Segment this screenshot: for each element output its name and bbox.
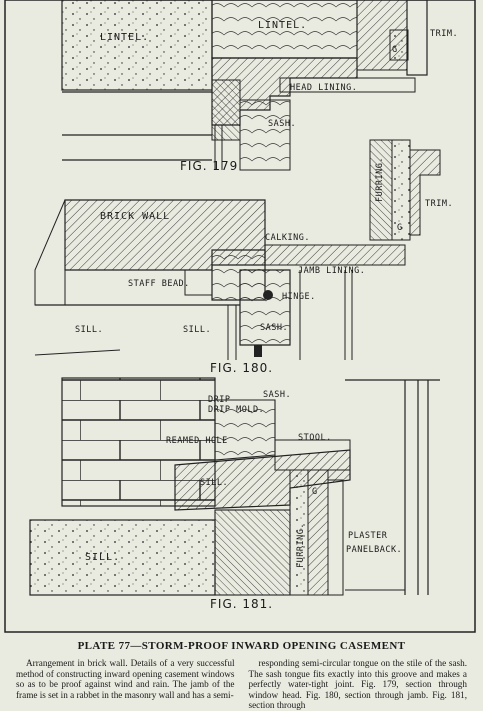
label-head-lining: HEAD LINING.: [290, 83, 357, 93]
label-jamb-lining: JAMB LINING.: [298, 266, 365, 276]
label-sash-181: SASH.: [263, 390, 291, 400]
figure-180: [34, 139, 441, 360]
caption-fig-181: FIG. 181.: [210, 597, 273, 611]
label-g-180: G: [397, 223, 403, 233]
plate-drawing: LINTEL. LINTEL. TRIM. HEAD LINING. SASH.…: [4, 0, 476, 633]
caption-columns: Arrangement in brick wall. Details of a …: [0, 652, 483, 711]
plate-caption: PLATE 77—STORM-PROOF INWARD OPENING CASE…: [0, 638, 483, 711]
label-drip: DRIP: [208, 395, 230, 405]
label-reamed-hole: REAMED HOLE: [166, 436, 228, 446]
label-furring-181: FURRING.: [296, 523, 306, 568]
label-furring-180: FURRING.: [375, 157, 385, 202]
label-brick-wall: BRICK WALL: [100, 211, 170, 222]
caption-fig-179: FIG. 179: [180, 159, 238, 173]
label-sash-180: SASH.: [260, 323, 288, 333]
label-g-179: G: [392, 45, 398, 55]
figure-181: [29, 377, 440, 596]
plate-title: PLATE 77—STORM-PROOF INWARD OPENING CASE…: [77, 640, 406, 652]
label-calking: CALKING.: [265, 233, 310, 243]
label-trim-179: TRIM.: [430, 29, 458, 39]
label-sill-181-outer: SILL.: [85, 552, 120, 563]
caption-column-left: Arrangement in brick wall. Details of a …: [16, 658, 235, 700]
label-sill-181-inner: SILL.: [200, 478, 228, 488]
label-stool: STOOL.: [298, 433, 332, 443]
label-lintel-left: LINTEL.: [100, 32, 149, 43]
label-staff-bead: STAFF BEAD.: [128, 279, 190, 289]
caption-column-right: responding semi-circular tongue on the s…: [248, 658, 468, 711]
figure-179: [61, 0, 428, 171]
label-g-181: G: [312, 487, 318, 497]
label-drip-mold: DRIP MOLD.: [208, 405, 264, 415]
caption-fig-180: FIG. 180.: [210, 361, 273, 375]
label-hinge: HINGE.: [282, 292, 316, 302]
label-sash-179: SASH.: [268, 119, 296, 129]
label-lintel-right: LINTEL.: [258, 20, 307, 31]
label-trim-180: TRIM.: [425, 199, 453, 209]
label-sill-180-1: SILL.: [75, 325, 103, 335]
label-sill-180-2: SILL.: [183, 325, 211, 335]
label-plaster: PLASTER: [348, 531, 388, 541]
label-panelback: PANELBACK.: [346, 545, 402, 555]
